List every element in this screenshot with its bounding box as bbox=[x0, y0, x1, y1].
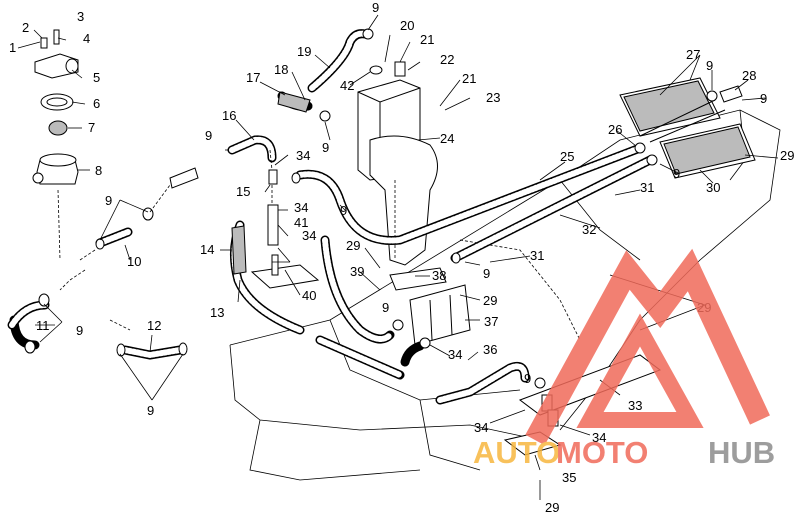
callout-9-d: 9 bbox=[205, 128, 212, 143]
callout-numbers: 1 2 3 4 5 6 7 8 9 9 9 9 9 9 9 9 9 9 9 9 … bbox=[9, 0, 794, 513]
callout-21-a: 21 bbox=[420, 32, 434, 47]
callout-9-e: 9 bbox=[372, 0, 379, 15]
callout-27: 27 bbox=[686, 47, 700, 62]
callout-39: 39 bbox=[350, 264, 364, 279]
callout-3: 3 bbox=[77, 9, 84, 24]
automotohub-watermark: AUTO MOTO HUB bbox=[473, 248, 775, 470]
callout-8: 8 bbox=[95, 163, 102, 178]
callout-24: 24 bbox=[440, 131, 454, 146]
callout-29-e: 29 bbox=[545, 500, 559, 513]
callout-28: 28 bbox=[742, 68, 756, 83]
callout-9-h: 9 bbox=[706, 58, 713, 73]
callout-12: 12 bbox=[147, 318, 161, 333]
callout-14: 14 bbox=[200, 242, 214, 257]
callout-9-i: 9 bbox=[760, 91, 767, 106]
callout-20: 20 bbox=[400, 18, 414, 33]
callout-5: 5 bbox=[93, 70, 100, 85]
callout-32: 32 bbox=[582, 222, 596, 237]
callout-22: 22 bbox=[440, 52, 454, 67]
callout-19: 19 bbox=[297, 44, 311, 59]
callout-21-b: 21 bbox=[462, 71, 476, 86]
callout-10: 10 bbox=[127, 254, 141, 269]
callout-41: 41 bbox=[294, 215, 308, 230]
callout-34-b: 34 bbox=[294, 200, 308, 215]
watermark-text-hub: HUB bbox=[708, 435, 775, 470]
callout-29-b: 29 bbox=[346, 238, 360, 253]
callout-11: 11 bbox=[36, 318, 50, 333]
callout-16: 16 bbox=[222, 108, 236, 123]
callout-1: 1 bbox=[9, 40, 16, 55]
callout-35: 35 bbox=[562, 470, 576, 485]
callout-7: 7 bbox=[88, 120, 95, 135]
callout-34-a: 34 bbox=[296, 148, 310, 163]
callout-34-f: 34 bbox=[592, 430, 606, 445]
callout-9-k: 9 bbox=[483, 266, 490, 281]
top-hoses bbox=[277, 28, 374, 122]
callout-18: 18 bbox=[274, 62, 288, 77]
callout-34-d: 34 bbox=[448, 347, 462, 362]
long-hoses bbox=[291, 142, 658, 344]
callout-9-l: 9 bbox=[382, 300, 389, 315]
callout-29-c: 29 bbox=[483, 293, 497, 308]
callout-13: 13 bbox=[210, 305, 224, 320]
callout-25: 25 bbox=[560, 149, 574, 164]
small-hoses-left bbox=[7, 167, 199, 360]
callout-37: 37 bbox=[484, 314, 498, 329]
callout-9-g: 9 bbox=[340, 203, 347, 218]
callout-29-a: 29 bbox=[780, 148, 794, 163]
callout-9-c: 9 bbox=[147, 403, 154, 418]
callout-6: 6 bbox=[93, 96, 100, 111]
callout-26: 26 bbox=[608, 122, 622, 137]
callout-34-c: 34 bbox=[302, 228, 316, 243]
callout-42: 42 bbox=[340, 78, 354, 93]
callout-9-m: 9 bbox=[524, 371, 531, 386]
callout-15: 15 bbox=[236, 184, 250, 199]
callout-34-e: 34 bbox=[474, 420, 488, 435]
callout-31-a: 31 bbox=[640, 180, 654, 195]
callout-9-f: 9 bbox=[322, 140, 329, 155]
callout-4: 4 bbox=[83, 31, 90, 46]
watermark-triangle-inner bbox=[576, 313, 704, 428]
callout-31-b: 31 bbox=[530, 248, 544, 263]
callout-23: 23 bbox=[486, 90, 500, 105]
leader-lines bbox=[17, 14, 779, 500]
watermark-text-moto: MOTO bbox=[556, 435, 648, 470]
heat-exchangers bbox=[619, 77, 756, 179]
callout-40: 40 bbox=[302, 288, 316, 303]
callout-17: 17 bbox=[246, 70, 260, 85]
callout-9-a: 9 bbox=[105, 193, 112, 208]
center-left-hoses bbox=[227, 135, 405, 380]
watermark-triangle bbox=[525, 248, 770, 446]
callout-36: 36 bbox=[483, 342, 497, 357]
callout-9-b: 9 bbox=[76, 323, 83, 338]
callout-33: 33 bbox=[628, 398, 642, 413]
callout-38: 38 bbox=[432, 268, 446, 283]
watermark-text-auto: AUTO bbox=[473, 435, 560, 470]
callout-2: 2 bbox=[22, 20, 29, 35]
thermostat-housing-assembly bbox=[32, 29, 79, 261]
callout-9-j: 9 bbox=[673, 166, 680, 181]
callout-30: 30 bbox=[706, 180, 720, 195]
